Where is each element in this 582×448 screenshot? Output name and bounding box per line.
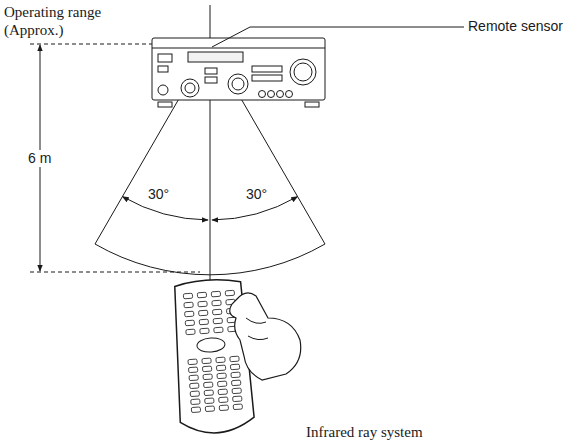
remote-button [219, 405, 228, 411]
remote-button [232, 388, 241, 394]
remote-button [211, 291, 220, 297]
remote-button [184, 302, 193, 308]
remote-button [217, 373, 226, 379]
range-title: Operating range (Approx.) [4, 3, 144, 39]
remote-button [212, 300, 221, 306]
remote-button [230, 356, 239, 362]
remote-button [200, 328, 209, 334]
remote-button [198, 301, 207, 307]
receiver [152, 38, 325, 107]
remote-button [185, 311, 194, 317]
remote-button [233, 404, 242, 410]
remote-button [231, 372, 240, 378]
remote-button [218, 381, 227, 387]
remote-button [203, 374, 212, 380]
remote-button [199, 319, 208, 325]
remote-button [188, 359, 197, 365]
remote-button [216, 365, 225, 371]
finger-lines [246, 318, 268, 340]
leader-line [212, 27, 464, 47]
remote-button [205, 398, 214, 404]
system-label: Infrared ray system [306, 423, 423, 441]
remote-button [214, 327, 223, 333]
remote-button [231, 380, 240, 386]
remote-button [185, 320, 194, 326]
remote-button [190, 391, 199, 397]
remote-button [213, 318, 222, 324]
remote-button [216, 357, 225, 363]
remote-button [218, 389, 227, 395]
remote-button [230, 364, 239, 370]
remote-button [233, 396, 242, 402]
remote-button [189, 375, 198, 381]
remote-button [183, 293, 192, 299]
remote-button [197, 292, 206, 298]
dimension-label: 6 m [26, 150, 53, 167]
remote-button [190, 383, 199, 389]
angle-label: 30° [146, 186, 171, 203]
remote-button [186, 329, 195, 335]
remote-button [199, 310, 208, 316]
remote-button [188, 367, 197, 373]
remote-button [205, 406, 214, 412]
remote-button [204, 382, 213, 388]
remote-button [202, 358, 211, 364]
remote-button [213, 309, 222, 315]
remote-button [191, 407, 200, 413]
part-label: Remote sensor [468, 18, 563, 35]
remote-button [204, 390, 213, 396]
remote-button [225, 290, 234, 296]
remote-button [219, 397, 228, 403]
angle-label: 30° [244, 186, 269, 203]
hand [230, 293, 301, 380]
remote-button [202, 366, 211, 372]
remote-button [191, 399, 200, 405]
